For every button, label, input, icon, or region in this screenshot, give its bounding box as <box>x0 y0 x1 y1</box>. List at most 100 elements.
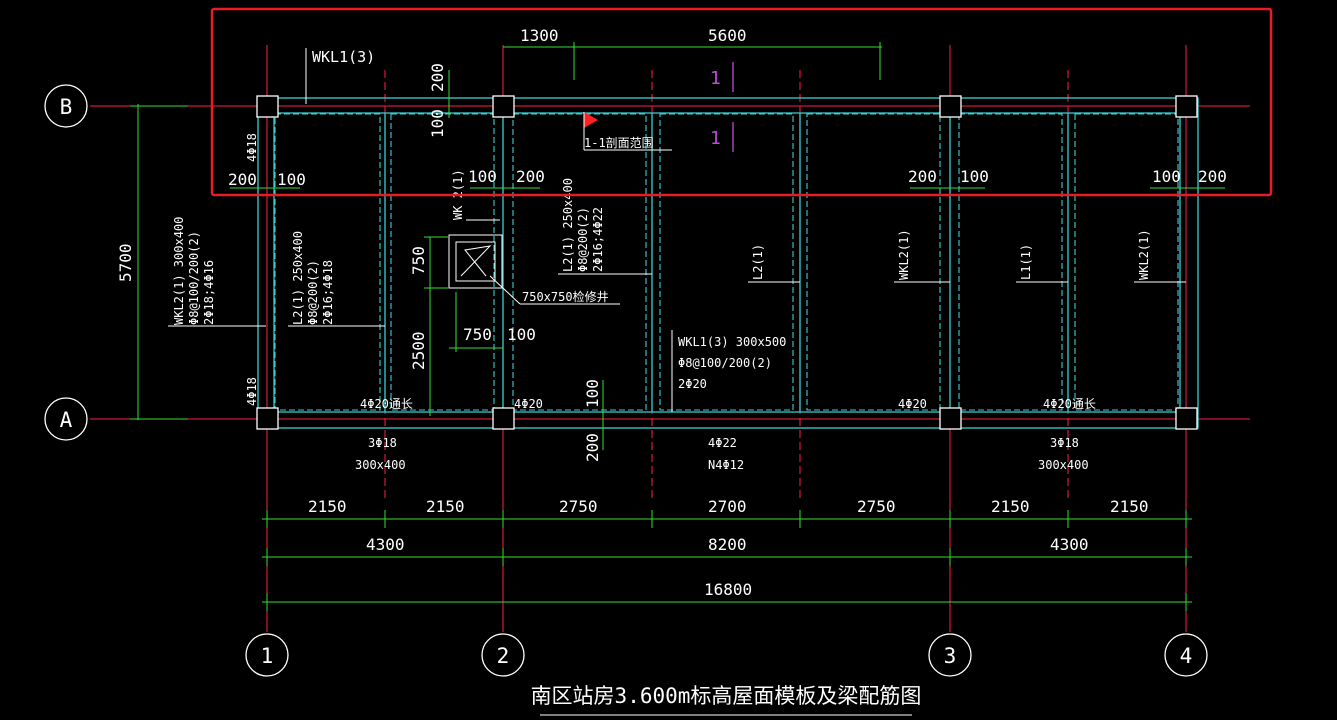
section-range-label: 1-1剖面范围 <box>584 136 654 150</box>
rebar-center-bot-1: 4Φ22 <box>708 436 737 450</box>
panel-5 <box>806 113 941 411</box>
column-A4 <box>1175 407 1198 430</box>
left-dimension: 5700 <box>116 104 188 420</box>
section-flag <box>584 112 598 128</box>
dim-200-top: 200 <box>428 63 447 92</box>
panel-1 <box>274 113 381 411</box>
hatch-symbol <box>460 245 492 277</box>
dim-row1-1: 2150 <box>426 497 465 516</box>
top-dimensions: 1300 5600 200 100 <box>428 26 882 138</box>
axis-label-A: A <box>60 408 73 432</box>
wkl2-left-line1: WKL2(1) 300x400 <box>172 217 186 325</box>
highlight-box <box>210 7 1273 197</box>
rebar-dim-100: 100 <box>583 379 602 408</box>
dim-row1-2: 2750 <box>559 497 598 516</box>
section-label-top: 1 <box>710 68 721 89</box>
dim-100-top: 100 <box>428 109 447 138</box>
rebar-left-bot-1: 3Φ18 <box>368 436 397 450</box>
rebar-right-top: 4Φ20通长 <box>1043 397 1096 411</box>
dim-row1-6: 2150 <box>1110 497 1149 516</box>
panel-2 <box>390 113 495 411</box>
column-B4 <box>1175 95 1198 118</box>
dim-200-left: 200 <box>228 170 257 189</box>
outer-beam-outer <box>257 97 1199 429</box>
label-wkl2-right3: WKL2(1) <box>897 229 911 280</box>
dim-row2-0: 4300 <box>366 535 405 554</box>
dim-200-r4: 200 <box>1198 167 1227 186</box>
hatch-outer <box>448 234 503 289</box>
dim-100-c: 100 <box>468 167 497 186</box>
axis-bubble-3 <box>928 633 972 677</box>
axis-bubble-2 <box>481 633 525 677</box>
panel-7 <box>1074 113 1179 411</box>
rebar-mid-b: 4Φ20 <box>898 397 927 411</box>
hatch-dim-750h: 750 <box>463 325 492 344</box>
rebar-mid-a: 4Φ20 <box>514 397 543 411</box>
hatch-inner <box>455 241 496 282</box>
beam-l2-mid: L2(1) 250x400 Φ8@200(2) 2Φ16;4Φ22 <box>561 178 605 272</box>
column-B2 <box>492 95 515 118</box>
dim-row3-ticks <box>266 593 1187 611</box>
dim-5600: 5600 <box>708 26 747 45</box>
rebar-dim-200: 200 <box>583 433 602 462</box>
dim-row1-5: 2150 <box>991 497 1030 516</box>
section-mark: 1 1 1-1剖面范围 <box>583 62 734 152</box>
beam-l2-left: L2(1) 250x400 Φ8@200(2) 2Φ16;4Φ18 <box>291 231 335 325</box>
dim-200-r3: 200 <box>908 167 937 186</box>
column-A3 <box>939 407 962 430</box>
hatch-dim-750v: 750 <box>409 246 428 275</box>
dim-row1-0: 2150 <box>308 497 347 516</box>
column-B3 <box>939 95 962 118</box>
rebar-right-bot-1: 3Φ18 <box>1050 436 1079 450</box>
label-4phi18-bot: 4Φ18 <box>245 377 259 406</box>
panel-4 <box>659 113 794 411</box>
dim-row2-1: 8200 <box>708 535 747 554</box>
axis-bubble-A <box>44 397 88 441</box>
wkl1-mid-line1: WKL1(3) 300x500 <box>678 335 786 349</box>
access-hatch: 750x750检修井 750 2500 750 100 <box>409 234 620 416</box>
dim-row1-ticks <box>266 510 1187 528</box>
l2-mid-line2: Φ8@200(2) <box>576 207 590 272</box>
dim-200-c: 200 <box>516 167 545 186</box>
axis-label-1: 1 <box>261 644 274 668</box>
column-A2 <box>492 407 515 430</box>
column-A1 <box>256 407 279 430</box>
l2-left-line3: 2Φ16;4Φ18 <box>321 260 335 325</box>
dim-row1-3: 2700 <box>708 497 747 516</box>
panel-6 <box>958 113 1063 411</box>
beam-wkl2-left: WKL2(1) 300x400 Φ8@100/200(2) 2Φ18;4Φ16 <box>172 217 216 325</box>
axis-bubbles: B A 1 2 3 4 <box>44 84 1208 677</box>
dim-100-r3: 100 <box>960 167 989 186</box>
dim-1300: 1300 <box>520 26 559 45</box>
columns <box>256 95 1198 430</box>
axis-bubble-B <box>44 84 88 128</box>
l2-mid-line3: 2Φ16;4Φ22 <box>591 207 605 272</box>
rebar-left-bot-2: 300x400 <box>355 458 406 472</box>
dim-100-left: 100 <box>277 170 306 189</box>
axis-label-B: B <box>60 95 73 119</box>
label-4phi18-top: 4Φ18 <box>245 133 259 162</box>
rebar-center-bot-2: N4Φ12 <box>708 458 744 472</box>
drawing-title: 南区站房3.600m标高屋面模板及梁配筋图 <box>531 684 922 708</box>
hatch-leader <box>489 275 521 305</box>
label-l2-center: L2(1) <box>751 244 765 280</box>
rebar-left-top: 4Φ20通长 <box>360 397 413 411</box>
dim-row3: 16800 <box>704 580 752 599</box>
bottom-rebar: 4Φ20通长 4Φ20 4Φ20 4Φ20通长 100 200 3Φ18 300… <box>355 379 1096 472</box>
beam-outline <box>257 97 1199 429</box>
dim-5700: 5700 <box>116 243 135 282</box>
l2-left-line2: Φ8@200(2) <box>306 260 320 325</box>
dim-100-r4: 100 <box>1152 167 1181 186</box>
wkl1-mid-line2: Φ8@100/200(2) <box>678 356 772 370</box>
axis-bubble-4 <box>1164 633 1208 677</box>
axis-label-2: 2 <box>497 644 510 668</box>
hatch-dim-100: 100 <box>507 325 536 344</box>
label-wkl1-3: WKL1(3) <box>312 48 375 66</box>
hatch-dim-2500: 2500 <box>409 331 428 370</box>
l2-mid-line1: L2(1) 250x400 <box>561 178 575 272</box>
beam-annotations: WKL1(3) 4Φ18 4Φ18 200 100 100 200 200 10… <box>168 48 1227 412</box>
wkl2-left-line3: 2Φ18;4Φ16 <box>202 260 216 325</box>
l2-left-line1: L2(1) 250x400 <box>291 231 305 325</box>
panel-3 <box>512 113 647 411</box>
wkl1-mid-line3: 2Φ20 <box>678 377 707 391</box>
